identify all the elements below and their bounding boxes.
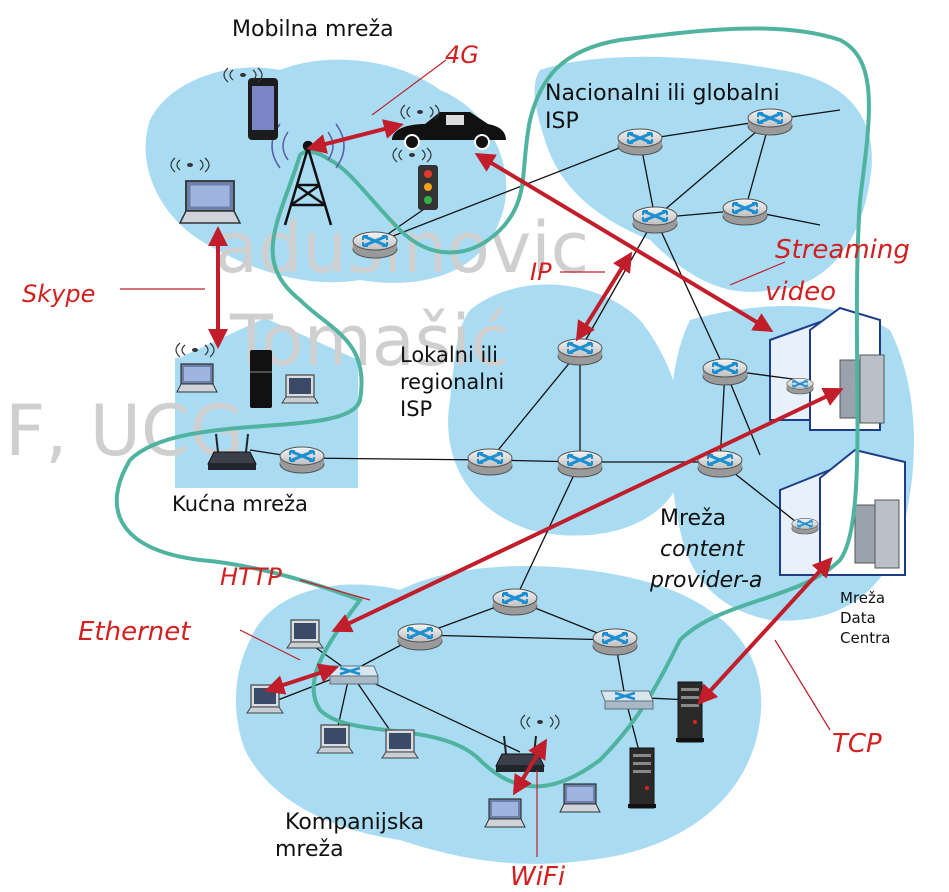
- router-dc-1: [785, 377, 815, 395]
- label-content-provider-line-1: Mreža: [660, 506, 726, 531]
- router-dc-2: [790, 517, 820, 535]
- smartphone-icon: [248, 78, 278, 140]
- label-company-network-line-1: Kompanijska: [285, 810, 424, 835]
- router-national-3: [631, 205, 679, 235]
- arrow-wifi: [512, 738, 548, 796]
- arrow-ip: [575, 251, 633, 342]
- company-pc-icon: [286, 619, 324, 649]
- company-pc-icon: [316, 724, 354, 754]
- arrow-4g: [306, 119, 404, 154]
- label-company-network-line-2: mreža: [275, 837, 344, 862]
- router-national-2: [746, 107, 794, 137]
- label-home-network: Kućna mreža: [172, 492, 308, 516]
- router-company-3: [591, 627, 639, 657]
- label-data-center-line-1: Mreža: [840, 589, 885, 607]
- label-4g: 4G: [445, 41, 479, 69]
- label-data-center-line-2: Data: [840, 609, 876, 627]
- router-mobile: [351, 230, 399, 260]
- router-local-1: [556, 337, 604, 367]
- company-laptop-icon: [559, 783, 601, 813]
- label-national-isp-line-2: ISP: [545, 109, 579, 134]
- company-pc-icon: [246, 684, 284, 714]
- label-streaming-line-1: Streaming: [775, 235, 910, 265]
- label-wifi: WiFi: [510, 862, 566, 892]
- label-http: HTTP: [220, 563, 282, 591]
- server-icon: [627, 747, 657, 809]
- label-local-isp-line-3: ISP: [400, 397, 432, 421]
- label-ethernet: Ethernet: [78, 617, 191, 647]
- label-ip: IP: [530, 258, 552, 286]
- home-laptop-icon: [176, 363, 218, 393]
- label-mobile-network: Mobilna mreža: [232, 17, 394, 42]
- router-national-4: [721, 197, 769, 227]
- router-home: [278, 445, 326, 475]
- label-skype: Skype: [22, 280, 95, 308]
- label-local-isp-line-2: regionalni: [400, 370, 504, 394]
- label-data-center-line-3: Centra: [840, 629, 890, 647]
- protocol-arrows: [208, 119, 844, 796]
- watermark-line-2: Tomašić: [229, 300, 509, 382]
- company-pc-icon: [381, 729, 419, 759]
- router-local-2: [466, 447, 514, 477]
- router-content-1: [701, 357, 749, 387]
- company-laptop-icon: [484, 798, 526, 828]
- label-streaming-line-2: video: [765, 277, 836, 307]
- label-local-isp-line-1: Lokalni ili: [400, 343, 498, 367]
- router-local-3: [556, 449, 604, 479]
- router-company-1: [491, 587, 539, 617]
- company-switch-right-icon: [599, 689, 655, 711]
- arrow-ethernet: [264, 663, 339, 695]
- router-company-2: [396, 622, 444, 652]
- home-pc-icon: [281, 374, 319, 404]
- label-content-provider-line-3: provider-a: [649, 568, 762, 593]
- arrow-streaming: [474, 152, 774, 333]
- server-icon: [675, 681, 705, 743]
- router-national-1: [616, 127, 664, 157]
- label-national-isp-line-1: Nacionalni ili globalni: [545, 81, 780, 106]
- label-tcp: TCP: [832, 729, 882, 759]
- laptop-icon: [179, 180, 241, 224]
- arrow-http: [331, 387, 844, 633]
- car-icon: [392, 112, 506, 150]
- traffic-light-icon: [418, 165, 438, 210]
- fridge-icon: [250, 350, 272, 408]
- arrow-tcp: [697, 557, 833, 705]
- label-content-provider-line-2: content: [660, 537, 746, 562]
